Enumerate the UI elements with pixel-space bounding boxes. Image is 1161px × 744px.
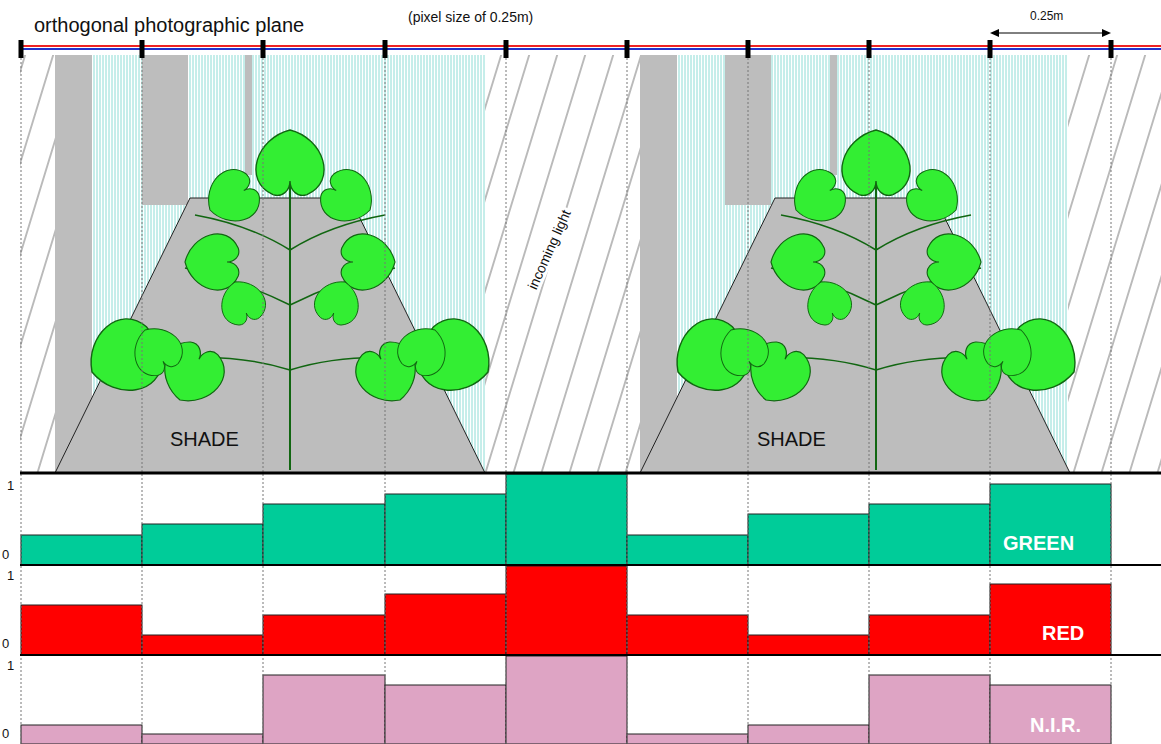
axis-tick: 0: [2, 548, 9, 562]
axis-tick: 1: [7, 659, 14, 673]
axis-tick: 0: [2, 637, 9, 651]
axis-tick: 0: [2, 727, 9, 741]
light-label: incoming light: [525, 206, 576, 294]
band-name: N.I.R.: [1030, 714, 1081, 736]
dimension-label: 0.25m: [1030, 10, 1063, 23]
plane-title: orthogonal photographic plane: [34, 14, 304, 36]
axis-tick: 1: [7, 569, 14, 583]
shade-label: SHADE: [170, 428, 239, 450]
pixel-note: (pixel size of 0.25m): [408, 10, 533, 25]
band-name: RED: [1042, 622, 1084, 644]
axis-tick: 1: [7, 479, 14, 493]
shade-label: SHADE: [757, 428, 826, 450]
band-name: GREEN: [1003, 532, 1074, 554]
